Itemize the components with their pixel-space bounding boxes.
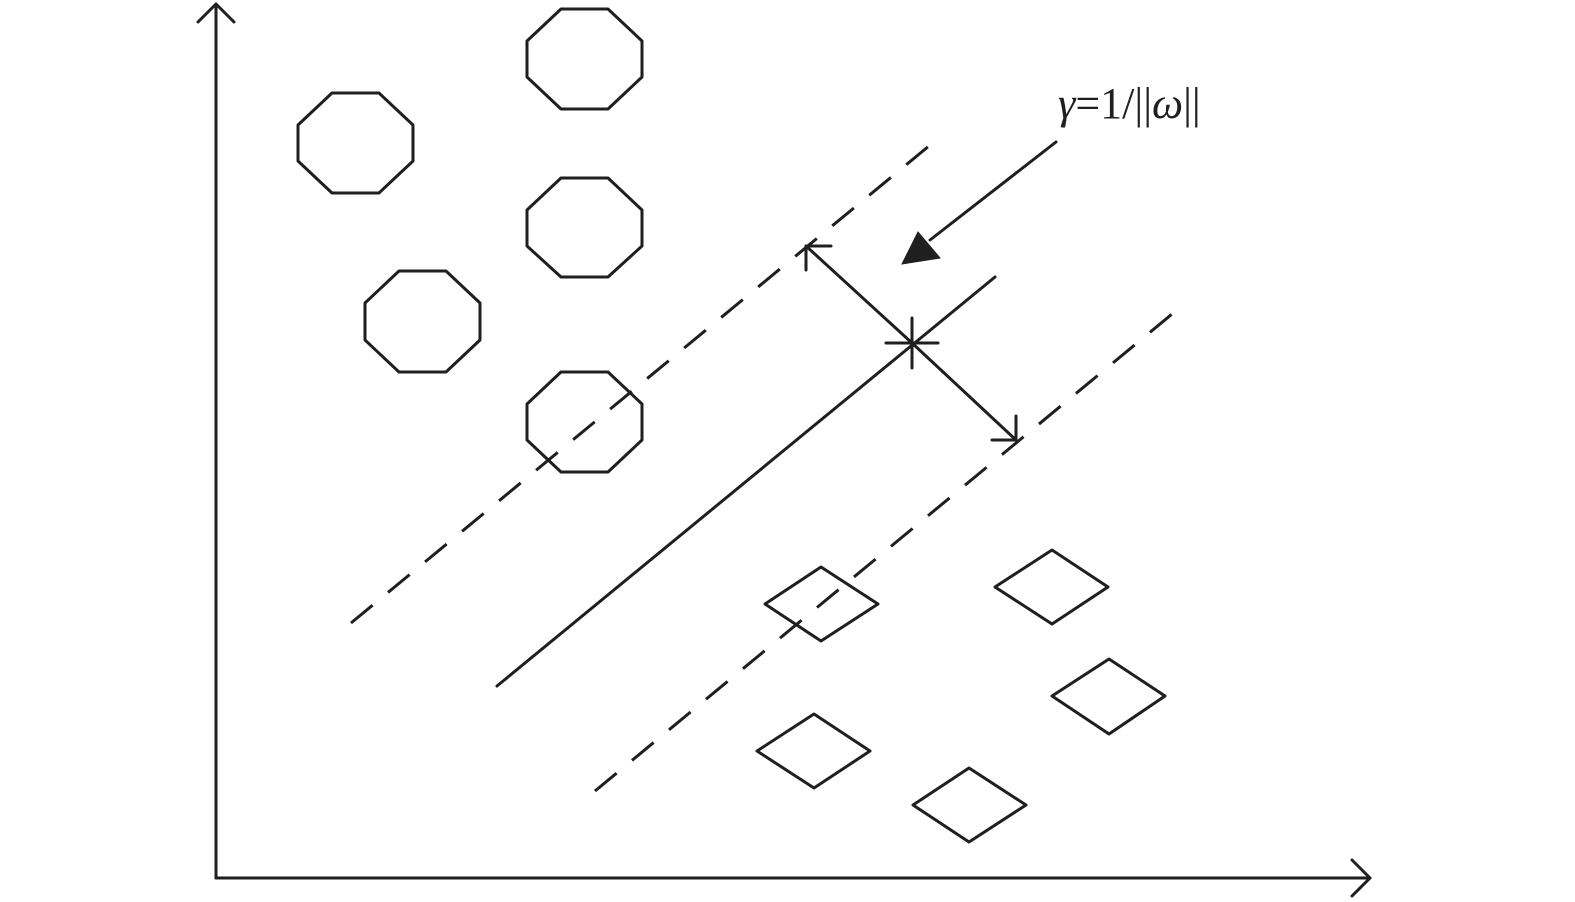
octagon-point [296,91,415,195]
y-axis [196,2,236,880]
margin-annotation-arrow [901,140,1058,265]
lower-margin-boundary [594,303,1184,793]
octagon-point [525,176,644,279]
diamond-point [911,766,1028,844]
class-b-diamond-points [755,548,1167,844]
diamond-point [1050,657,1167,736]
upper-margin-boundary [350,139,936,625]
octagon-point [525,370,644,474]
diamond-point [993,548,1110,626]
octagon-point [363,269,482,374]
margin-width-arrows [804,244,1018,442]
x-axis [214,858,1372,898]
class-a-octagon-points [296,7,644,474]
margin-label: γ=1/||ω|| [1058,79,1201,128]
octagon-point [525,7,644,111]
diamond-point [763,565,880,643]
diamond-point [755,712,872,790]
separating-hyperplane [495,275,997,688]
